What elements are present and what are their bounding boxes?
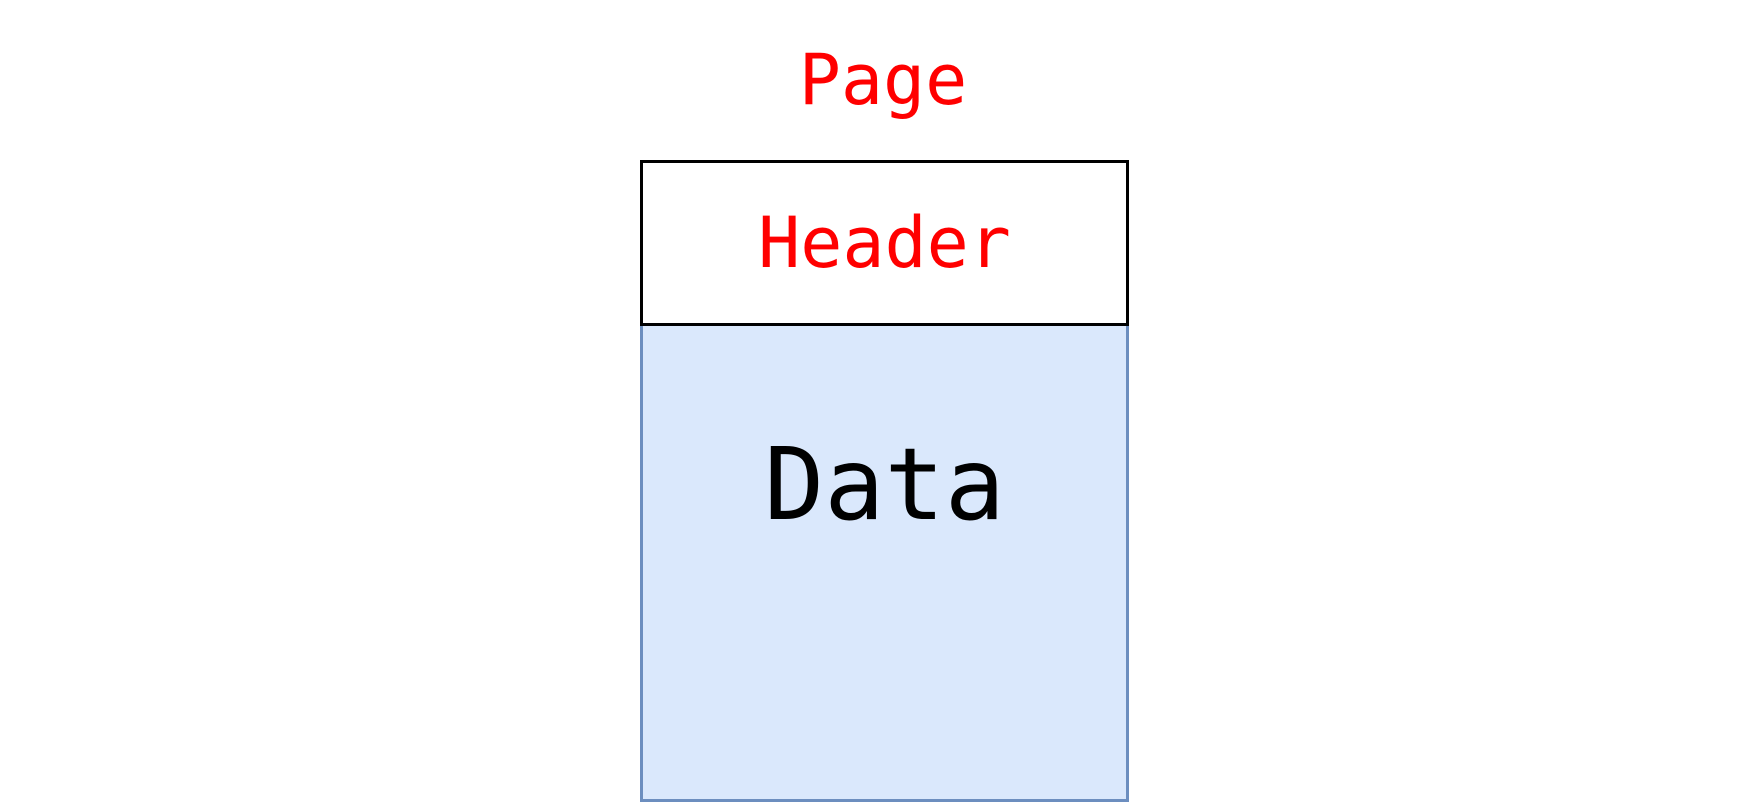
page-label: Page: [798, 39, 968, 121]
header-box: Header: [640, 160, 1129, 326]
data-box: Data: [640, 322, 1129, 802]
header-label: Header: [758, 202, 1011, 284]
data-label: Data: [764, 426, 1005, 543]
